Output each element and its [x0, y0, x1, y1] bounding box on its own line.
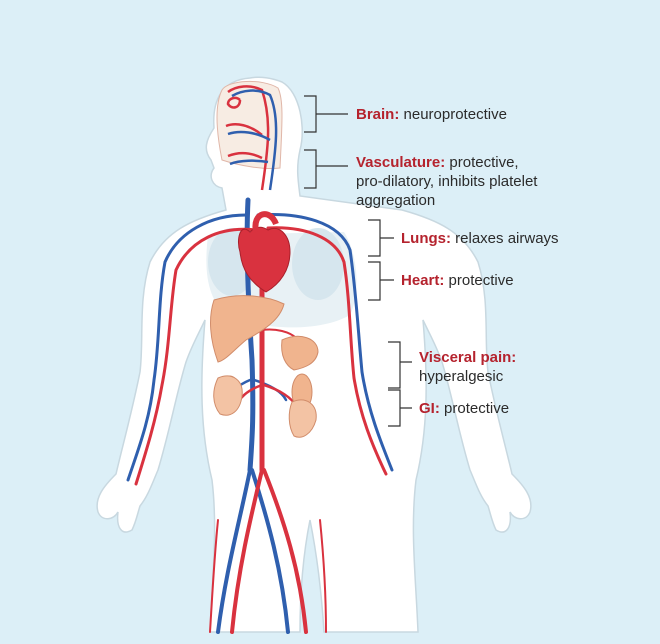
label-vasculature: Vasculature: protective, pro-dilatory, i…: [356, 153, 537, 210]
label-brain: Brain: neuroprotective: [356, 105, 507, 124]
bracket-heart: [368, 261, 394, 301]
label-vasculature-term: Vasculature:: [356, 154, 446, 171]
label-vasculature-line-2: aggregation: [356, 192, 436, 209]
label-vasculature-line-1: pro-dilatory, inhibits platelet: [356, 173, 538, 190]
liver-shape: [210, 295, 285, 363]
brain-vessels-vein: [227, 89, 278, 191]
label-brain-desc: neuroprotective: [399, 106, 507, 123]
right-lung: [292, 228, 344, 300]
label-brain-term: Brain:: [356, 106, 400, 123]
label-visceral-line-1: hyperalgesic: [419, 368, 504, 385]
label-gi-term: GI:: [419, 400, 440, 417]
label-heart: Heart: protective: [401, 271, 514, 290]
annotation-brackets: [304, 95, 412, 427]
label-gi-desc: protective: [439, 400, 510, 417]
intestine-right: [288, 399, 317, 438]
bracket-gi: [388, 389, 412, 427]
label-lungs-term: Lungs:: [401, 230, 451, 247]
label-heart-term: Heart:: [401, 272, 445, 289]
stomach-shape: [281, 336, 319, 371]
label-lungs: Lungs: relaxes airways: [401, 229, 559, 248]
label-gi: GI: protective: [419, 399, 509, 418]
label-vasculature-desc: protective,: [445, 154, 519, 171]
bracket-brain: [304, 95, 348, 133]
bracket-visceral: [388, 341, 412, 389]
label-heart-desc: protective: [444, 272, 514, 289]
label-lungs-desc: relaxes airways: [451, 230, 559, 247]
heart-shape: [237, 226, 291, 293]
arteries: [134, 226, 388, 634]
aortic-arch: [252, 211, 279, 233]
bracket-lungs: [368, 219, 394, 257]
label-visceral: Visceral pain: hyperalgesic: [419, 348, 516, 386]
label-visceral-term: Visceral pain:: [419, 349, 517, 366]
intestine-left: [213, 375, 243, 416]
bracket-vasculature: [304, 149, 348, 189]
